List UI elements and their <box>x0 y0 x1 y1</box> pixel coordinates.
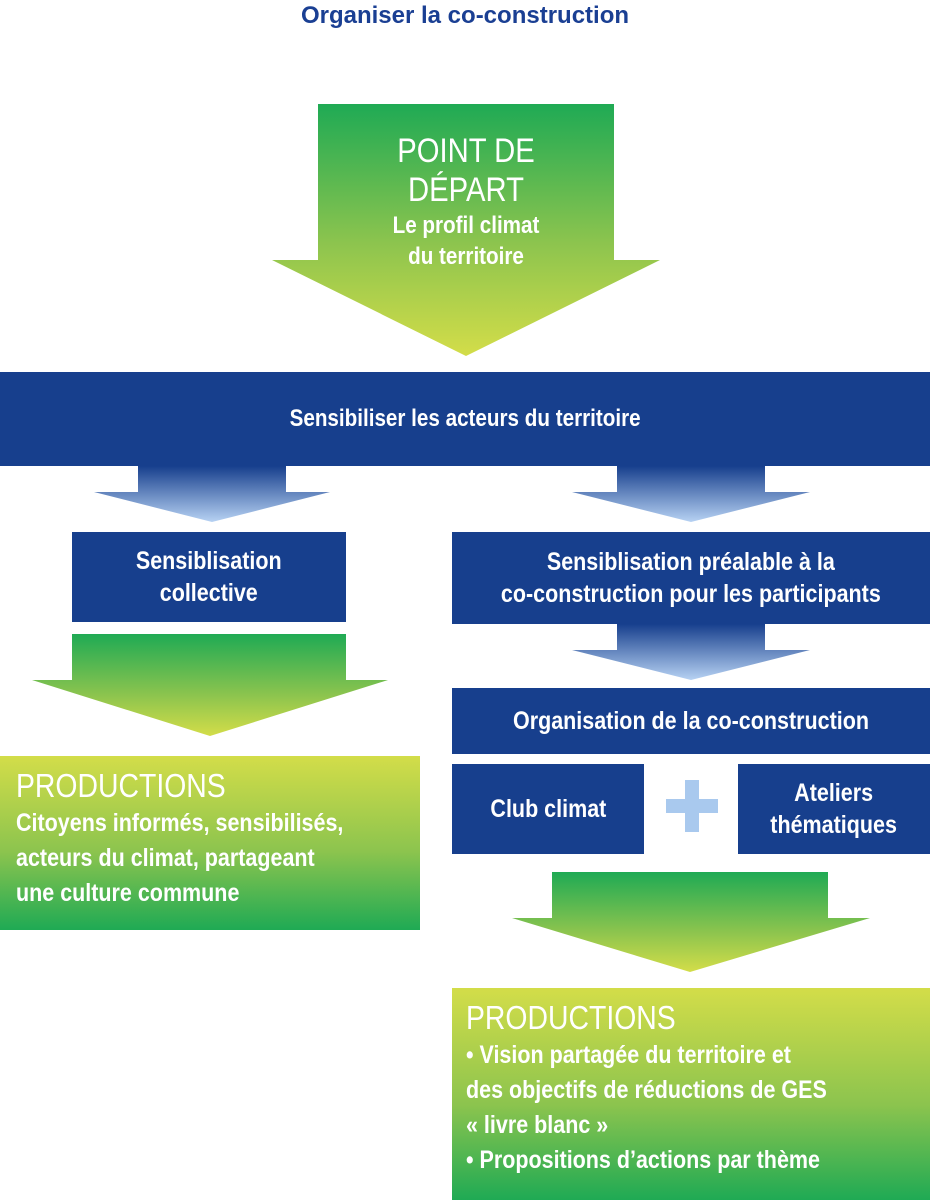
prior-line-2: co-construction pour les participants <box>501 580 881 608</box>
collective-line-1: Sensiblisation <box>136 546 282 575</box>
productions-left-line-2: acteurs du climat, partageant <box>16 843 315 872</box>
club-climat-box: Club climat <box>452 764 644 854</box>
productions-right: PRODUCTIONS • Vision partagée du territo… <box>452 988 930 1200</box>
productions-left: PRODUCTIONS Citoyens informés, sensibili… <box>0 756 420 930</box>
start-line-2: du territoire <box>408 243 524 271</box>
thematic-workshops-box: Ateliers thématiques <box>738 764 930 854</box>
prior-line-1: Sensiblisation préalable à la <box>547 547 835 576</box>
arrow-to-left-productions <box>32 634 388 736</box>
start-line-1: Le profil climat <box>392 212 540 239</box>
collective-line-2: collective <box>159 579 258 607</box>
ateliers-line-1: Ateliers <box>794 778 874 807</box>
page-title: Organiser la co-construction <box>300 2 630 29</box>
productions-right-line-2: des objectifs de réductions de GES <box>466 1075 827 1104</box>
productions-right-heading: PRODUCTIONS <box>466 999 676 1036</box>
productions-left-heading: PRODUCTIONS <box>16 767 226 804</box>
arrow-to-left-box <box>94 466 330 522</box>
collective-awareness-box: Sensiblisation collective <box>72 532 346 622</box>
organisation-label: Organisation de la co-construction <box>512 706 869 735</box>
start-arrow <box>272 104 660 356</box>
prior-awareness-box: Sensiblisation préalable à la co-constru… <box>452 532 930 624</box>
productions-right-line-4: • Propositions d’actions par thème <box>466 1145 820 1174</box>
organisation-box: Organisation de la co-construction <box>452 688 930 754</box>
productions-left-line-1: Citoyens informés, sensibilisés, <box>16 808 344 837</box>
start-point: POINT DE DÉPART Le profil climat du terr… <box>339 132 594 272</box>
productions-right-line-3: « livre blanc » <box>466 1110 609 1139</box>
awareness-band: Sensibiliser les acteurs du territoire <box>0 372 930 466</box>
arrow-to-right-box <box>572 466 810 522</box>
arrow-to-organisation <box>572 624 810 680</box>
productions-right-line-1: • Vision partagée du territoire et <box>466 1040 791 1069</box>
club-climat-label: Club climat <box>490 794 606 823</box>
plus-icon <box>666 780 718 832</box>
start-heading: POINT DE DÉPART <box>397 132 535 209</box>
arrow-to-right-productions <box>512 872 870 972</box>
productions-left-line-3: une culture commune <box>16 878 240 907</box>
awareness-band-label: Sensibiliser les acteurs du territoire <box>289 405 641 433</box>
ateliers-line-2: thématiques <box>770 811 898 839</box>
